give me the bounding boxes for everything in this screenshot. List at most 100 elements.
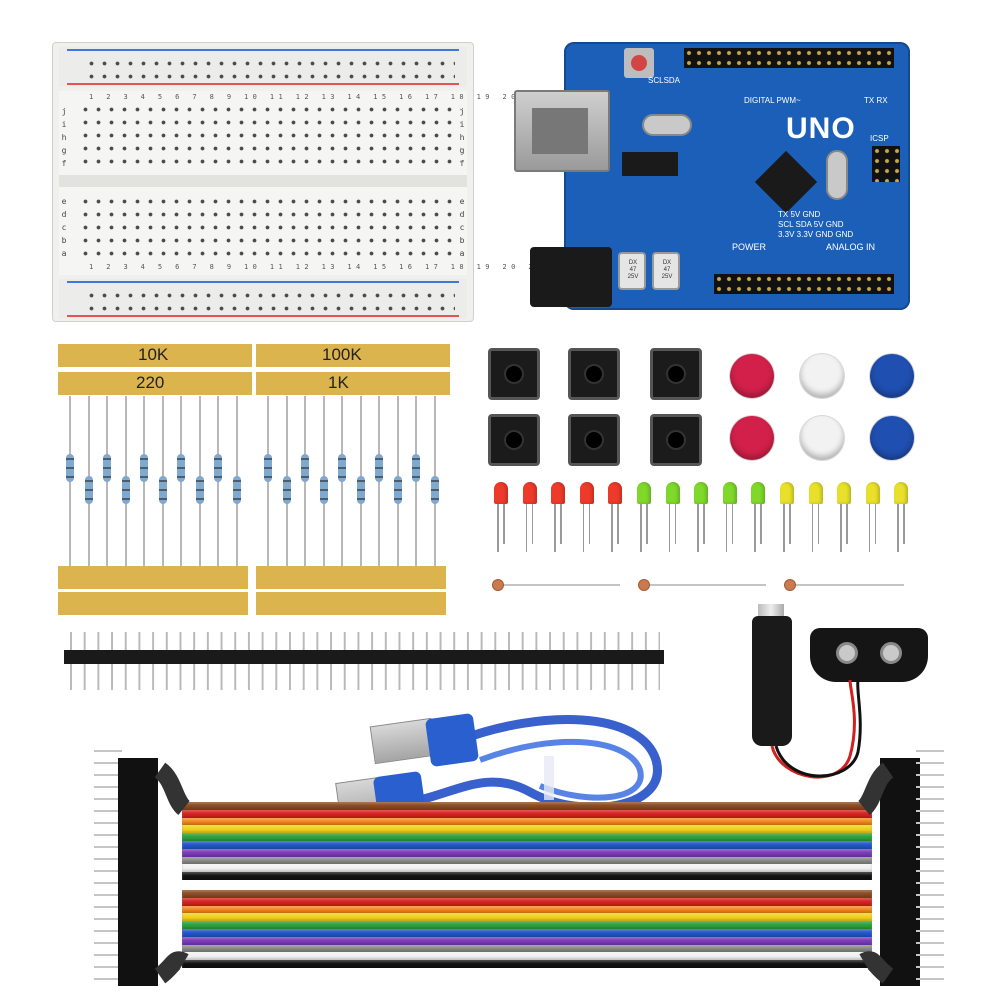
reset-button <box>624 48 654 78</box>
tape-top <box>58 344 252 367</box>
led-leg <box>668 504 671 552</box>
resistor-icon <box>121 476 130 504</box>
led-leg <box>760 504 762 544</box>
led-leg <box>674 504 677 544</box>
jumper-wire-strand <box>182 929 872 937</box>
tact-switch-icon <box>568 348 620 400</box>
button-cap-icon <box>800 354 844 398</box>
board-label: UNO <box>786 112 856 145</box>
led-leg <box>531 504 534 544</box>
tact-switch-icon <box>650 414 702 466</box>
usb-cable-icon <box>420 715 662 812</box>
resistor-icon <box>301 454 309 482</box>
led-leg <box>789 504 791 544</box>
jumper-wire-strand <box>182 960 872 968</box>
led-icon <box>780 482 794 504</box>
resistor-icon <box>158 476 167 504</box>
resistor-icon <box>264 454 272 482</box>
pin-header-icon <box>64 632 664 690</box>
silk-digital: DIGITAL PWM~ <box>744 96 801 105</box>
rail-line-red <box>67 83 459 85</box>
breadboard: 1 2 3 4 5 6 7 8 9 10 11 12 13 14 15 16 1… <box>52 42 774 322</box>
led-icon <box>865 482 880 504</box>
led-leg <box>703 504 705 544</box>
tape-bottom-2 <box>58 592 248 615</box>
rail-line-blue <box>67 49 459 51</box>
led-leg <box>554 504 556 552</box>
led-icon <box>751 482 766 504</box>
tact-switch-icon <box>488 414 540 466</box>
silk-pins-row-2: SCL SDA 5V GND <box>778 220 844 229</box>
resistor-icon <box>66 454 74 482</box>
resistor-icon <box>430 476 439 504</box>
button-cap-icon <box>870 354 914 398</box>
usb-cable-loop-2 <box>478 738 644 801</box>
cable-tie <box>544 756 554 800</box>
resistor-icon <box>140 454 148 482</box>
jumper-wire-strand <box>182 856 872 865</box>
button-cap-group <box>730 354 930 464</box>
rail-line-red <box>67 315 459 317</box>
jumper-connectors-right <box>880 758 920 986</box>
resistor-label-100k: 100K <box>322 345 362 364</box>
led-group <box>490 482 920 562</box>
hole-grid-bottom <box>79 195 461 261</box>
led-leg <box>697 504 699 552</box>
snap-terminal <box>836 642 858 664</box>
header-bar <box>64 650 664 664</box>
silk-power: POWER <box>732 242 767 252</box>
resistor-icon <box>103 454 111 482</box>
ribbon-cable-bottom <box>182 890 872 968</box>
usb-chip <box>622 152 678 176</box>
arduino-board-icon: SCLSDA DIGITAL PWM~ TX RX ICSP UNO TX 5V… <box>514 42 914 312</box>
silk-sclsda: SCLSDA <box>648 76 681 85</box>
silk-txrx: TX RX <box>864 96 888 105</box>
resistor-group-right: 100K 1K <box>256 344 450 615</box>
resistor-icon <box>338 454 346 482</box>
row-letters-top-right: j i h g f <box>459 107 465 168</box>
ribbon-cable-top <box>182 802 872 880</box>
resistor-icon <box>356 476 365 504</box>
jumper-wire-strand <box>182 817 872 826</box>
jumper-wire-strand <box>182 809 872 818</box>
photoresistor-group <box>490 574 910 598</box>
tact-switch-icon <box>650 348 702 400</box>
usb-b-port <box>514 90 610 172</box>
jumper-wire-strand <box>182 890 872 898</box>
dc-jack <box>530 247 612 307</box>
button-cap-icon <box>800 416 844 460</box>
resistor-label-1k: 1K <box>328 373 349 392</box>
tact-switch-group <box>488 348 718 478</box>
capacitor-label: DX 47 25V <box>627 260 639 280</box>
row-letters-top-left: j i h g f <box>61 107 67 168</box>
resistor-icon <box>375 454 383 482</box>
hole-grid-top <box>79 103 461 169</box>
jumper-wire-strand <box>182 848 872 857</box>
resistor-icon <box>195 476 204 504</box>
led-icon <box>579 482 594 504</box>
led-icon <box>494 482 508 504</box>
center-groove <box>59 175 467 187</box>
photoresistor-icon <box>492 579 504 591</box>
silk-pins-row: TX 5V GND <box>778 210 821 219</box>
power-analog-header <box>714 274 894 294</box>
capacitor: DX 47 25V <box>652 252 680 290</box>
jumper-wire-strand <box>182 872 872 880</box>
led-leg <box>783 504 785 552</box>
icsp-header <box>872 146 900 182</box>
red-wire <box>770 679 856 779</box>
jumper-wire-strand <box>182 802 872 810</box>
resistor-icon <box>412 454 420 482</box>
capacitor-label: DX 47 25V <box>661 260 673 280</box>
button-cap-icon <box>730 416 774 460</box>
jumper-pins-left <box>94 750 122 990</box>
digital-header <box>684 48 894 68</box>
resistor-icon <box>319 476 328 504</box>
led-icon <box>637 482 651 504</box>
crystal-oscillator-2 <box>826 150 848 200</box>
rail-holes <box>85 289 455 315</box>
black-wire <box>774 679 862 778</box>
terminal-area: 1 2 3 4 5 6 7 8 9 10 11 12 13 14 15 16 1… <box>59 91 774 275</box>
power-rail-top <box>59 47 467 87</box>
led-leg <box>754 504 756 552</box>
